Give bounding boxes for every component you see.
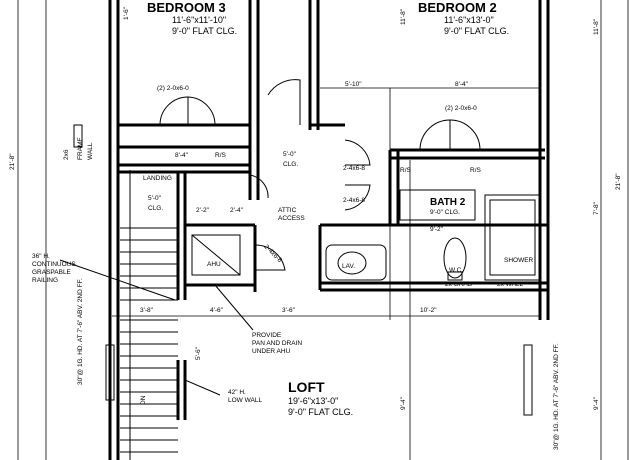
header-note-left: 30"@ 1G. HD. AT 7'-6" ABV. 2ND FF. bbox=[77, 278, 84, 385]
stairs bbox=[120, 170, 178, 460]
dim-rs-1: R/S bbox=[215, 152, 227, 159]
walls bbox=[108, 0, 550, 460]
door-bedroom2-side: 2-4x6-8 bbox=[343, 197, 365, 204]
dim-2-2: 2'-2" bbox=[196, 207, 210, 214]
stair-dn-label: DN bbox=[140, 395, 147, 405]
dim-8-4-left: 8'-4" bbox=[175, 152, 189, 159]
bedroom3-name: BEDROOM 3 bbox=[147, 0, 226, 15]
rail-note-line3: GRASPABLE bbox=[32, 269, 72, 276]
closet-mid-label: 5'-0" bbox=[283, 151, 297, 158]
wc-label: W.C. bbox=[449, 267, 463, 274]
ahu-unit bbox=[191, 234, 241, 276]
grab-bar-right: 2x WALL bbox=[497, 281, 524, 288]
bedroom2-name: BEDROOM 2 bbox=[418, 0, 497, 15]
dim-21-8: 21'-8" bbox=[9, 153, 16, 170]
bedroom2-size: 11'-6"x13'-0" bbox=[444, 15, 494, 25]
dim-3-6: 3'-6" bbox=[282, 307, 296, 314]
dim-7-8: 7'-8" bbox=[593, 201, 600, 215]
dim-5-10: 5'-10" bbox=[345, 81, 362, 88]
landing-label: LANDING bbox=[143, 175, 172, 182]
loft-name: LOFT bbox=[288, 379, 325, 395]
shower-label: SHOWER bbox=[504, 257, 534, 264]
dim-21-8-right: 21'-8" bbox=[615, 173, 622, 190]
grab-bar-left: 2x GRAB bbox=[445, 281, 472, 288]
closet-mid-clg: CLG. bbox=[283, 161, 298, 168]
lav-label: LAV. bbox=[342, 263, 355, 270]
bedroom3-ceiling: 9'-0" FLAT CLG. bbox=[172, 26, 237, 36]
door-bedroom3: (2) 2-0x6-0 bbox=[157, 85, 189, 92]
dimension-lines bbox=[17, 0, 629, 460]
loft-ceiling: 9'-0" FLAT CLG. bbox=[288, 407, 353, 417]
bath2-ceiling: 9'-0" CLG. bbox=[430, 209, 460, 216]
dim-rs-3: R/S bbox=[470, 167, 482, 174]
dim-4-6: 4'-6" bbox=[210, 307, 224, 314]
ahu-label: AHU bbox=[207, 261, 221, 268]
door-closet: 2-4x6-8 bbox=[343, 165, 365, 172]
bath-fixtures bbox=[325, 189, 541, 281]
closet-left-label: 5'-0" bbox=[148, 195, 162, 202]
frame-wall-c: WALL bbox=[87, 142, 94, 160]
dim-11-8-mid: 11'-8" bbox=[400, 8, 407, 25]
rail-note-line4: RAILING bbox=[32, 277, 58, 284]
bedroom2-ceiling: 9'-0" FLAT CLG. bbox=[444, 26, 509, 36]
access-label: ACCESS bbox=[278, 215, 305, 222]
ahu-note-line2: PAN AND DRAIN bbox=[252, 340, 302, 347]
bedroom3-size: 11'-6"x11'-10" bbox=[172, 15, 226, 25]
door-ahu: 2-4x6-8 bbox=[263, 243, 284, 264]
attic-label: ATTIC bbox=[278, 207, 297, 214]
dim-9-2: 9'-2" bbox=[430, 226, 444, 233]
loft-size: 19'-6"x13'-0" bbox=[288, 396, 338, 406]
rail-note-line1: 36" H. bbox=[32, 253, 50, 260]
dim-3-8: 3'-8" bbox=[140, 307, 154, 314]
door-bedroom2: (2) 2-0x6-0 bbox=[445, 105, 477, 112]
rail-note-line2: CONTINUOUS bbox=[32, 261, 76, 268]
dim-5-6: 5'-6" bbox=[195, 346, 202, 360]
header-note-right: 30"@ 1G. HD. AT 7'-6" ABV. 2ND FF. bbox=[553, 343, 560, 450]
dim-1-6: 1'-6" bbox=[123, 6, 130, 20]
railing-and-windows bbox=[59, 124, 533, 416]
dim-10-2: 10'-2" bbox=[420, 307, 437, 314]
dim-2-4: 2'-4" bbox=[230, 207, 244, 214]
dim-9-4: 9'-4" bbox=[400, 396, 407, 410]
lowwall-line2: LOW WALL bbox=[228, 397, 262, 404]
door-swings bbox=[159, 79, 481, 271]
dim-rs-2: R/S bbox=[400, 167, 412, 174]
ahu-note-line3: UNDER AHU bbox=[252, 348, 291, 355]
frame-wall-a: 2x6 bbox=[63, 149, 70, 160]
closet-left-clg: CLG. bbox=[148, 205, 163, 212]
dim-11-8-right: 11'-8" bbox=[593, 18, 600, 35]
bath2-name: BATH 2 bbox=[430, 197, 466, 208]
dim-8-4-right: 8'-4" bbox=[455, 81, 469, 88]
ahu-note-line1: PROVIDE bbox=[252, 332, 282, 339]
frame-wall-b: FRAME bbox=[77, 137, 84, 160]
lowwall-line1: 42" H. bbox=[228, 389, 246, 396]
dim-9-4-right: 9'-4" bbox=[593, 396, 600, 410]
